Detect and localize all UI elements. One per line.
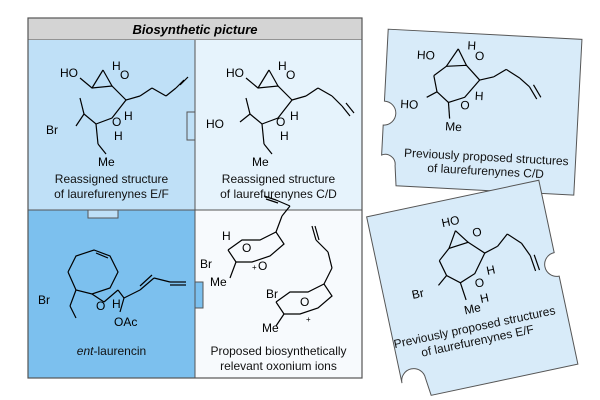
atom-label-ho: HO	[417, 48, 436, 63]
panel-ef	[28, 40, 195, 210]
molecule-oxonium-labels: H O O Br Me + Br O Me +	[200, 229, 311, 335]
atom-label-ho: HO	[60, 66, 78, 80]
panel-laurencin	[28, 210, 195, 378]
atom-label-o: O	[460, 98, 470, 112]
atom-label-h: H	[485, 262, 496, 277]
atom-label-br: Br	[46, 123, 58, 137]
molecule-cd-labels: HO H O HO O H H Me	[206, 59, 299, 169]
caption-rest: -laurencin	[93, 344, 147, 358]
atom-label-ho: HO	[206, 117, 224, 131]
atom-label-plus: +	[306, 315, 311, 324]
atom-label-me: Me	[252, 155, 269, 169]
atom-label-ho: HO	[440, 213, 461, 230]
caption-line: of laurefurenynes C/D	[220, 187, 337, 201]
atom-label-ho: HO	[226, 66, 244, 80]
caption-line: relevant oxonium ions	[220, 359, 337, 373]
caption-oxonium: Proposed biosynthetically relevant oxoni…	[195, 344, 362, 374]
atom-label-br: Br	[266, 287, 278, 301]
atom-label-me: Me	[445, 119, 463, 134]
atom-label-br: Br	[38, 293, 50, 307]
atom-label-o: O	[475, 49, 485, 63]
molecule-oxonium-1	[227, 195, 291, 279]
puzzle-tab-bottom	[195, 281, 204, 309]
atom-label-h: H	[112, 59, 121, 73]
molecule-cd	[239, 69, 355, 155]
atom-label-me: Me	[210, 275, 227, 289]
atom-label-h: H	[280, 129, 289, 143]
atom-label-h: H	[278, 59, 287, 73]
molecule-ef-labels: HO H O Br O H H Me	[46, 59, 133, 169]
puzzle-piece-ef: HO O Br O H H Me	[366, 179, 579, 396]
atom-label-o: O	[286, 68, 295, 82]
molecule-laurencin-labels: Br O H OAc	[38, 293, 137, 329]
atom-label-me: Me	[262, 321, 279, 335]
atom-label-me: Me	[98, 155, 115, 169]
atom-label-oac: OAc	[114, 315, 137, 329]
caption-line: Reassigned structure	[221, 172, 336, 186]
caption-italic-prefix: ent	[76, 344, 94, 358]
puzzle-tab-center	[186, 111, 195, 141]
puzzle-board	[27, 17, 363, 379]
caption-line: of laurefurenynes E/F	[54, 187, 169, 201]
atom-label-o: O	[120, 68, 129, 82]
atom-label-o: O	[258, 259, 267, 273]
puzzle-piece-cd: HO H O HO O H Me	[381, 28, 583, 196]
atom-label-h: H	[474, 89, 483, 103]
caption-line: Reassigned structure	[54, 172, 169, 186]
atom-label-h: H	[114, 129, 123, 143]
atom-label-h: H	[467, 38, 476, 52]
atom-label-ho: HO	[400, 97, 419, 112]
panel-oxonium	[195, 210, 362, 378]
atom-label-o: O	[242, 241, 251, 255]
atom-label-o: O	[471, 224, 483, 240]
atom-label-o: O	[300, 295, 309, 309]
atom-label-h: H	[479, 290, 490, 305]
atom-label-o: O	[473, 275, 485, 291]
atom-label-h: H	[124, 109, 133, 123]
atom-label-o: O	[96, 299, 105, 313]
atom-label-o: O	[112, 115, 121, 129]
caption-ef: Reassigned structure of laurefurenynes E…	[28, 172, 195, 202]
atom-label-me: Me	[463, 300, 483, 317]
caption-line: Proposed biosynthetically	[210, 344, 347, 358]
atom-label-plus: +	[252, 263, 257, 272]
panel-cd	[195, 40, 362, 210]
molecule-laurencin	[67, 249, 186, 319]
molecule-ef	[75, 69, 189, 155]
atom-label-br: Br	[410, 286, 425, 302]
atom-label-br: Br	[200, 257, 212, 271]
molecule-oxonium-2	[275, 225, 333, 327]
atom-label-o: O	[276, 115, 285, 129]
caption-line: ent-laurencin	[77, 344, 146, 358]
diagram-title: Biosynthetic picture	[132, 21, 258, 37]
puzzle-tab-left	[87, 210, 119, 219]
atom-label-h: H	[222, 229, 231, 243]
board-border	[27, 17, 363, 379]
atom-label-h: H	[112, 297, 121, 311]
atom-label-h: H	[290, 109, 299, 123]
caption-cd: Reassigned structure of laurefurenynes C…	[195, 172, 362, 202]
caption-laurencin: ent-laurencin	[28, 344, 195, 359]
